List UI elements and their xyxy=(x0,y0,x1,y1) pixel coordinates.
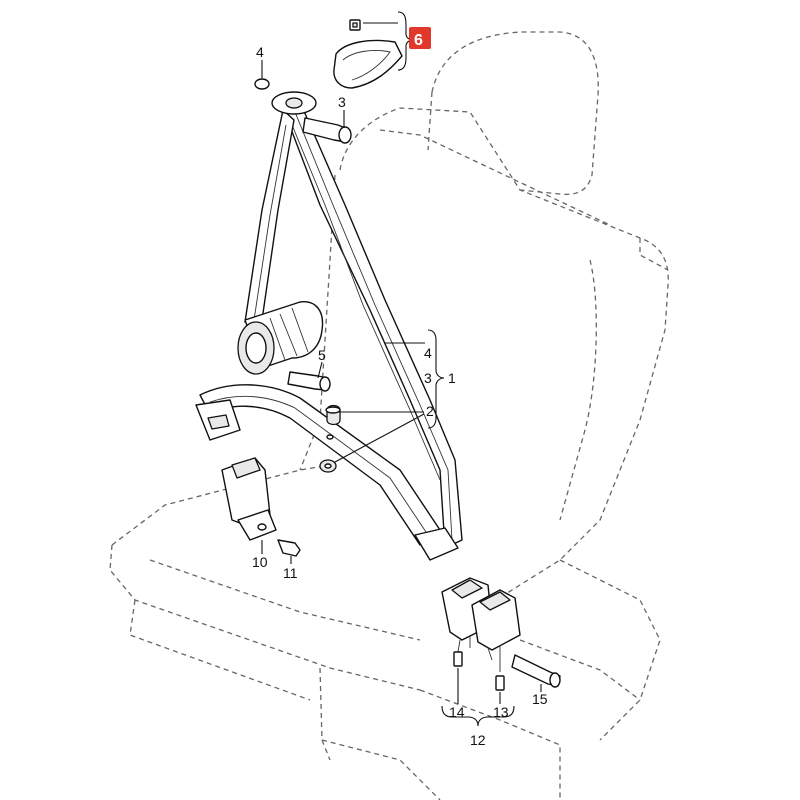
left-buckle-part-10 xyxy=(221,457,301,557)
belt-webbing xyxy=(195,101,463,561)
leader-lines xyxy=(261,11,542,727)
callout-4-top: 4 xyxy=(256,44,264,60)
callout-14: 14 xyxy=(449,704,465,720)
callout-numbers: 4 3 5 4 3 1 2 10 11 14 13 15 12 xyxy=(252,44,548,748)
callout-12: 12 xyxy=(470,732,486,748)
callout-1: 1 xyxy=(448,370,456,386)
callout-2: 2 xyxy=(426,403,434,419)
callout-11: 11 xyxy=(283,565,298,581)
callout-6-badge[interactable]: 6 xyxy=(409,27,431,49)
callout-3-top: 3 xyxy=(338,94,346,110)
callout-5: 5 xyxy=(318,347,326,363)
callout-15: 15 xyxy=(532,691,548,707)
trim-cover-part-6 xyxy=(333,19,403,89)
bolt-part-11 xyxy=(277,539,301,557)
right-buckle-assembly-part-12 xyxy=(441,577,561,691)
plugs-part-2 xyxy=(319,404,341,473)
connector-part-13 xyxy=(495,675,505,691)
washer-part-4 xyxy=(254,78,270,90)
callout-13: 13 xyxy=(493,704,509,720)
connector-part-14 xyxy=(453,651,463,667)
callout-10: 10 xyxy=(252,554,268,570)
top-anchor xyxy=(254,78,352,144)
callout-3-group: 3 xyxy=(424,370,432,386)
seat-outline xyxy=(109,31,669,800)
callout-6: 6 xyxy=(414,32,423,49)
retractor xyxy=(237,301,331,392)
callout-4-group: 4 xyxy=(424,345,432,361)
highlight-box xyxy=(409,27,431,49)
